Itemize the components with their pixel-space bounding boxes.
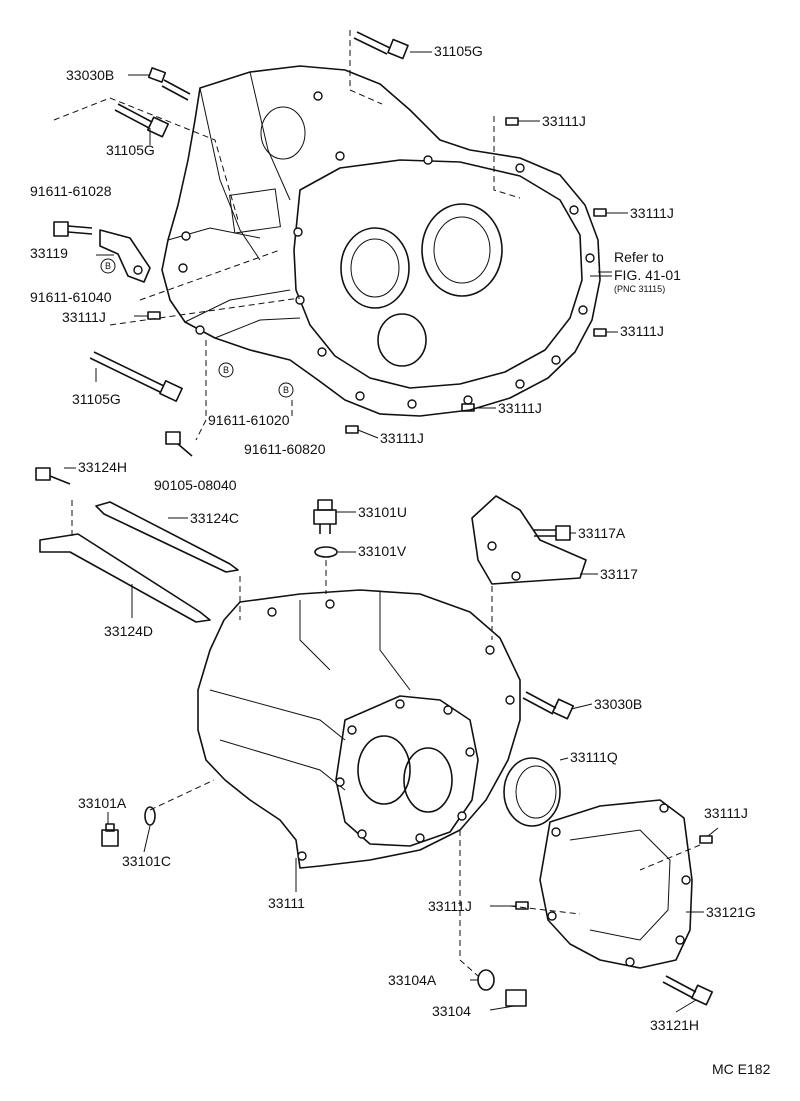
label-33117: 33117: [600, 566, 638, 582]
bolt-31105G-left: [114, 103, 170, 138]
leader-lines: [64, 51, 719, 1013]
label-33111J-b: 33111J: [62, 309, 106, 325]
label-91611-60820: 91611-60820: [244, 441, 326, 457]
plug-33101A: [101, 823, 119, 847]
assembly-lines-upper: [53, 30, 521, 441]
extension-housing-33121G: [539, 799, 693, 969]
part-labels: 33030B 31105G 31105G 33111J 91611-61028 …: [30, 43, 771, 1077]
sensor-33101U: [313, 499, 337, 534]
label-33101V: 33101V: [358, 543, 407, 559]
assembly-lines-lower: [71, 500, 701, 977]
label-33124D: 33124D: [104, 623, 153, 639]
label-33111J-c: 33111J: [630, 205, 674, 221]
transaxle-housing-upper: [161, 65, 601, 417]
stay-33124D: [39, 533, 211, 623]
bolt-31105G-top: [353, 31, 409, 60]
bolt-91611-61028: [53, 221, 93, 237]
label-33111J-d: 33111J: [620, 323, 664, 339]
label-33111J-g: 33111J: [704, 805, 748, 821]
label-33111Q: 33111Q: [570, 749, 618, 765]
svg-text:B: B: [283, 385, 289, 395]
transaxle-case-lower: [197, 589, 521, 869]
gasket-33101V: [314, 546, 338, 558]
label-33104A: 33104A: [388, 972, 437, 988]
bracket-33117: [471, 495, 587, 585]
label-31105G-bottom: 31105G: [72, 391, 121, 407]
svg-text:B: B: [223, 365, 229, 375]
gasket-33101C: [144, 806, 156, 826]
label-refer-to: Refer to: [614, 249, 664, 265]
bracket-33119: [99, 229, 151, 283]
plug-33104: [505, 989, 527, 1007]
label-33119: 33119: [30, 245, 68, 261]
label-91611-61020: 91611-61020: [208, 412, 290, 428]
label-33124C: 33124C: [190, 510, 239, 526]
b-marker-2: B: [218, 362, 234, 378]
bolt-33121H: [662, 975, 714, 1006]
label-fig-41-01: FIG. 41-01: [614, 267, 681, 283]
b-marker-3: B: [278, 382, 294, 398]
stay-33124C: [95, 501, 239, 573]
gasket-33104A: [477, 969, 495, 991]
label-33117A: 33117A: [578, 525, 626, 541]
label-33111J-f: 33111J: [380, 430, 424, 446]
label-31105G-top: 31105G: [434, 43, 483, 59]
bolt-33124H: [35, 467, 71, 485]
label-33030B-mid: 33030B: [594, 696, 642, 712]
bolt-90105-08040: [165, 431, 193, 457]
label-pnc: (PNC 31115): [614, 284, 665, 294]
b-marker-1: B: [100, 258, 116, 274]
svg-text:B: B: [105, 261, 111, 271]
bolt-31105G-bottom: [89, 351, 183, 402]
diagram-code: MC E182: [712, 1061, 771, 1077]
label-33111J-h: 33111J: [428, 898, 472, 914]
label-33111J-e: 33111J: [498, 400, 542, 416]
label-33121G: 33121G: [706, 904, 756, 920]
label-90105-08040: 90105-08040: [154, 477, 237, 493]
label-33101A: 33101A: [78, 795, 127, 811]
label-91611-61040: 91611-61040: [30, 289, 112, 305]
bolt-33030B-mid: [522, 691, 575, 720]
label-33124H: 33124H: [78, 459, 127, 475]
label-91611-61028: 91611-61028: [30, 183, 112, 199]
label-33121H: 33121H: [650, 1017, 699, 1033]
label-33101U: 33101U: [358, 504, 407, 520]
label-33111J-a: 33111J: [542, 113, 586, 129]
label-31105G-left: 31105G: [106, 142, 155, 158]
label-33111: 33111: [268, 895, 305, 911]
bolt-33030B-top: [147, 67, 191, 101]
label-33104: 33104: [432, 1003, 471, 1019]
label-33030B-top: 33030B: [66, 67, 114, 83]
label-33101C: 33101C: [122, 853, 171, 869]
oil-seal-33111Q: [503, 757, 561, 827]
